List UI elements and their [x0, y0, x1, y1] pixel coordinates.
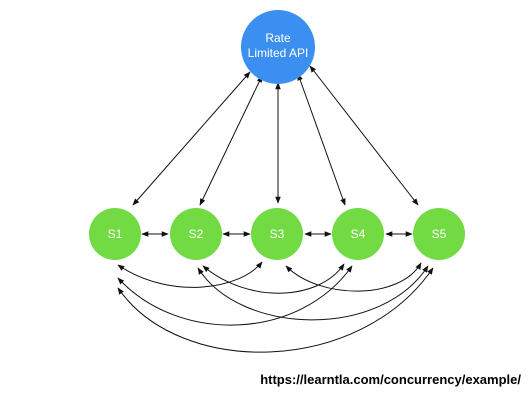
- api-label-line2: Limited API: [248, 46, 309, 60]
- edge-s3-s5: [285, 262, 422, 292]
- edge-s1-s3: [117, 261, 263, 288]
- server-circle: [332, 208, 384, 260]
- api-node-circle: [241, 10, 315, 84]
- api-edges: [132, 65, 419, 206]
- server-circle: [251, 208, 303, 260]
- api-node: Rate Limited API: [241, 10, 315, 84]
- server-label: S2: [189, 227, 204, 241]
- edge-s5-api: [309, 65, 419, 206]
- server-circle: [89, 208, 141, 260]
- edge-s2-api: [199, 75, 263, 206]
- api-label-line1: Rate: [265, 31, 291, 45]
- edge-s4-api: [297, 73, 346, 206]
- server-node-s4: S4: [332, 208, 384, 260]
- edge-s1-s4: [117, 265, 353, 326]
- server-label: S3: [270, 227, 285, 241]
- server-circle: [413, 208, 465, 260]
- curved-edges: [117, 261, 434, 353]
- server-node-s5: S5: [413, 208, 465, 260]
- server-circle: [170, 208, 222, 260]
- edge-s2-s4: [202, 263, 345, 294]
- edge-s1-s5: [117, 267, 434, 353]
- server-label: S4: [351, 227, 366, 241]
- server-label: S1: [108, 227, 123, 241]
- edge-s2-s5: [197, 265, 429, 321]
- server-label: S5: [432, 227, 447, 241]
- server-node-s3: S3: [251, 208, 303, 260]
- source-url: https://learntla.com/concurrency/example…: [260, 372, 521, 387]
- server-node-s1: S1: [89, 208, 141, 260]
- server-node-s2: S2: [170, 208, 222, 260]
